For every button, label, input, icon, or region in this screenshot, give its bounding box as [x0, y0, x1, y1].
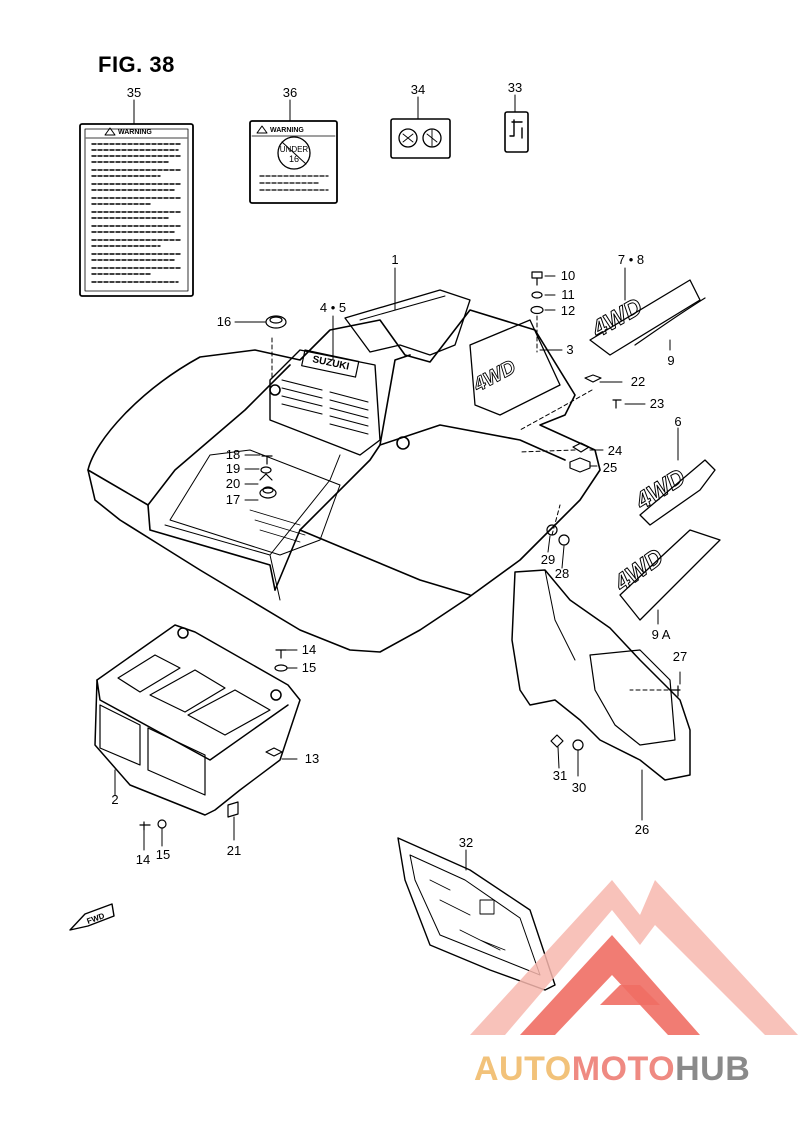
emblem-4wd-7-8: 4WD	[586, 279, 706, 356]
callout-15-lower: 15	[155, 847, 171, 862]
warning-label-36: WARNING UNDER 16	[249, 120, 338, 204]
callout-24: 24	[607, 443, 623, 458]
icon-label-33	[504, 111, 529, 153]
emblem-9a-text: 4WD	[609, 544, 669, 598]
callout-1: 1	[391, 252, 399, 267]
figure-title: FIG. 38	[98, 52, 175, 77]
callout-23: 23	[649, 396, 665, 411]
brand-text: SUZUKI	[311, 354, 350, 373]
callout-14-upper: 14	[301, 642, 317, 657]
watermark-logo	[470, 880, 798, 1035]
callout-31: 31	[552, 768, 568, 783]
watermark-text: AUTOMOTOHUB	[474, 1050, 750, 1089]
callout-28: 28	[554, 566, 570, 581]
callout-30: 30	[571, 780, 587, 795]
callout-15-upper: 15	[301, 660, 317, 675]
callout-26: 26	[634, 822, 650, 837]
callout-29: 29	[540, 552, 556, 567]
callout-16: 16	[216, 314, 232, 329]
callout-13: 13	[304, 751, 320, 766]
callout-35: 35	[126, 85, 142, 100]
callout-9a: 9 A	[651, 627, 671, 642]
emblem-4wd-6: 4WD	[630, 459, 716, 526]
callout-3: 3	[566, 342, 574, 357]
front-panel-2	[94, 624, 301, 816]
callout-34: 34	[410, 82, 426, 97]
rear-fender-body: SUZUKI 4WD	[87, 289, 601, 653]
warning-36-text: WARNING	[270, 127, 304, 134]
callout-25: 25	[602, 460, 618, 475]
callout-36: 36	[282, 85, 298, 100]
mud-flap-32	[397, 837, 556, 991]
hardware-parts	[139, 271, 681, 831]
callout-4-5: 4 • 5	[319, 300, 347, 315]
callout-33: 33	[507, 80, 523, 95]
callout-27: 27	[672, 649, 688, 664]
watermark-part-hub: HUB	[675, 1050, 751, 1088]
callout-7-8: 7 • 8	[617, 252, 645, 267]
callout-6: 6	[674, 414, 682, 429]
callout-17: 17	[225, 492, 241, 507]
callout-14-lower: 14	[135, 852, 151, 867]
watermark-part-auto: AUTO	[474, 1050, 572, 1088]
side-panel-26	[511, 569, 691, 781]
watermark-part-moto: MOTO	[571, 1050, 676, 1088]
warning-35-text: WARNING	[118, 129, 152, 136]
emblem-4wd-9a: 4WD	[608, 529, 721, 621]
under-age-line2: 16	[289, 154, 299, 164]
warning-label-35: WARNING	[79, 123, 194, 297]
callout-19: 19	[225, 461, 241, 476]
callout-9: 9	[667, 353, 675, 368]
callout-18: 18	[225, 447, 241, 462]
callout-2: 2	[111, 792, 119, 807]
callout-22: 22	[630, 374, 646, 389]
callout-32: 32	[458, 835, 474, 850]
callout-20: 20	[225, 476, 241, 491]
emblem-6-text: 4WD	[630, 464, 690, 516]
callout-21: 21	[226, 843, 242, 858]
icon-label-34	[390, 118, 451, 159]
fender-4wd-text: 4WD	[469, 356, 519, 397]
under-age-line1: UNDER	[280, 145, 309, 154]
leader-lines	[114, 94, 681, 871]
callout-10: 10	[560, 268, 576, 283]
fwd-arrow: FWD	[69, 903, 115, 931]
callout-11: 11	[561, 287, 575, 302]
callout-12: 12	[560, 303, 576, 318]
